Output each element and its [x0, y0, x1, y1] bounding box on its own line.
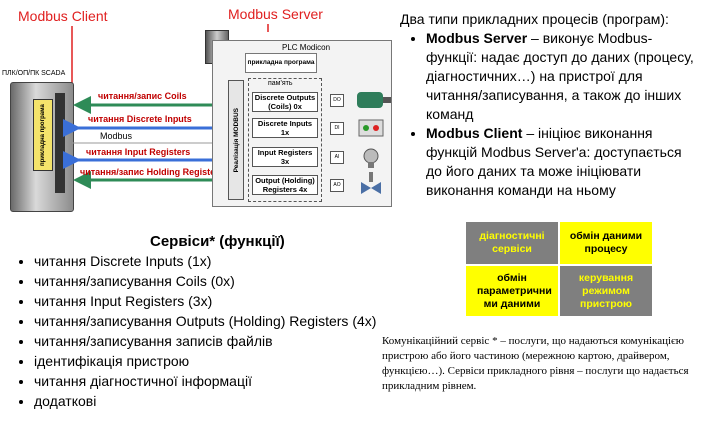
- bullet-client-text: – ініціює виконання функцій Modbus Serve…: [426, 125, 682, 198]
- grid-cell-diagnostic-label: діагностичні сервіси: [479, 230, 545, 255]
- register-coils: Discrete Outputs (Coils) 0x: [252, 92, 318, 112]
- list-item: читання Input Registers (3x): [34, 291, 394, 311]
- services-list: читання Discrete Inputs (1x) читання/зап…: [8, 251, 394, 411]
- app-label: прикладна програма: [247, 59, 315, 66]
- io-ao: AO: [330, 179, 344, 192]
- client-device: прикладна програма: [10, 82, 74, 212]
- list-item: додаткові: [34, 391, 394, 411]
- register-holding-registers: Output (Holding) Registers 4x: [252, 175, 318, 195]
- footnote: Комунікаційний сервіс * – послуги, що на…: [382, 335, 689, 392]
- bullet-server-term: Modbus Server: [426, 30, 528, 46]
- bullet-client: Modbus Client – ініціює виконання функці…: [426, 124, 700, 200]
- bullet-server: Modbus Server – виконує Modbus-функції: …: [426, 29, 700, 124]
- io-di: DI: [330, 122, 344, 135]
- list-item: читання Discrete Inputs (1x): [34, 251, 394, 271]
- register-holding-registers-label: Output (Holding) Registers 4x: [255, 176, 315, 194]
- list-item: читання/записування Outputs (Holding) Re…: [34, 311, 394, 331]
- arrow-label-input-registers: читання Input Registers: [86, 147, 191, 157]
- field-devices: [357, 92, 391, 194]
- io-ai-label: AI: [334, 154, 340, 160]
- modbus-server-label: Modbus Server: [228, 6, 323, 22]
- grid-cell-process-data: обмін даними процесу: [560, 222, 652, 264]
- list-item: читання/записування Coils (0x): [34, 271, 394, 291]
- arrow-label-holding-registers: читання/запис Holding Registers: [80, 167, 224, 177]
- device-label: ПЛК/ОП/ПК SCADA: [2, 70, 66, 77]
- device-port: [55, 93, 65, 193]
- list-item: читання/записування записів файлів: [34, 331, 394, 351]
- plc-label: PLC Modicon: [282, 43, 331, 52]
- grid-cell-diagnostic: діагностичні сервіси: [466, 222, 558, 264]
- list-item: ідентифікація пристрою: [34, 351, 394, 371]
- bullet-client-term: Modbus Client: [426, 125, 523, 141]
- server-client-description: Два типи прикладних процесів (програм): …: [400, 10, 700, 200]
- list-item: читання діагностичної інформації: [34, 371, 394, 391]
- register-input-registers-label: Input Registers 3x: [257, 148, 313, 166]
- arrow-label-coils: читання/запис Coils: [98, 91, 187, 101]
- leader-lines: [71, 24, 269, 84]
- memory-area: [248, 78, 322, 202]
- description-list: Modbus Server – виконує Modbus-функції: …: [400, 29, 700, 200]
- register-input-registers: Input Registers 3x: [252, 147, 318, 167]
- motor-icon: [357, 92, 391, 108]
- io-do: DO: [330, 94, 344, 107]
- grid-cell-mode-control-label: керування режимом пристрою: [578, 271, 634, 310]
- register-discrete-inputs: Discrete Inputs 1x: [252, 118, 318, 138]
- arrow-label-discrete-inputs: читання Discrete Inputs: [88, 114, 192, 124]
- io-ao-label: AO: [333, 182, 341, 188]
- modbus-client-label: Modbus Client: [18, 8, 108, 24]
- arrow-label-modbus: Modbus: [100, 131, 133, 141]
- app-box: прикладна програма: [245, 53, 317, 73]
- modbus-impl-label: Реалізація MODBUS: [232, 107, 240, 173]
- grid-cell-mode-control: керування режимом пристрою: [560, 266, 652, 316]
- grid-cell-parameter-data-label: обмін параметрични ми даними: [477, 271, 552, 310]
- services-title: Сервіси* (функції): [150, 233, 285, 250]
- grid-cell-process-data-label: обмін даними процесу: [569, 230, 643, 255]
- valve-icon: [361, 172, 381, 194]
- register-discrete-inputs-label: Discrete Inputs 1x: [257, 119, 313, 137]
- register-coils-label: Discrete Outputs (Coils) 0x: [254, 93, 316, 111]
- modbus-impl-box: Реалізація MODBUS: [228, 80, 244, 200]
- io-do-label: DO: [333, 97, 341, 103]
- io-di-label: DI: [334, 125, 340, 131]
- bullet-server-text: – виконує Modbus-функції: надає доступ д…: [426, 30, 694, 122]
- sensor-icon: [363, 148, 379, 168]
- button-panel-icon: [358, 119, 384, 137]
- memory-label: пам'ять: [268, 80, 293, 87]
- io-ai: AI: [330, 151, 344, 164]
- grid-cell-parameter-data: обмін параметрични ми даними: [466, 266, 558, 316]
- description-heading: Два типи прикладних процесів (програм):: [400, 11, 669, 27]
